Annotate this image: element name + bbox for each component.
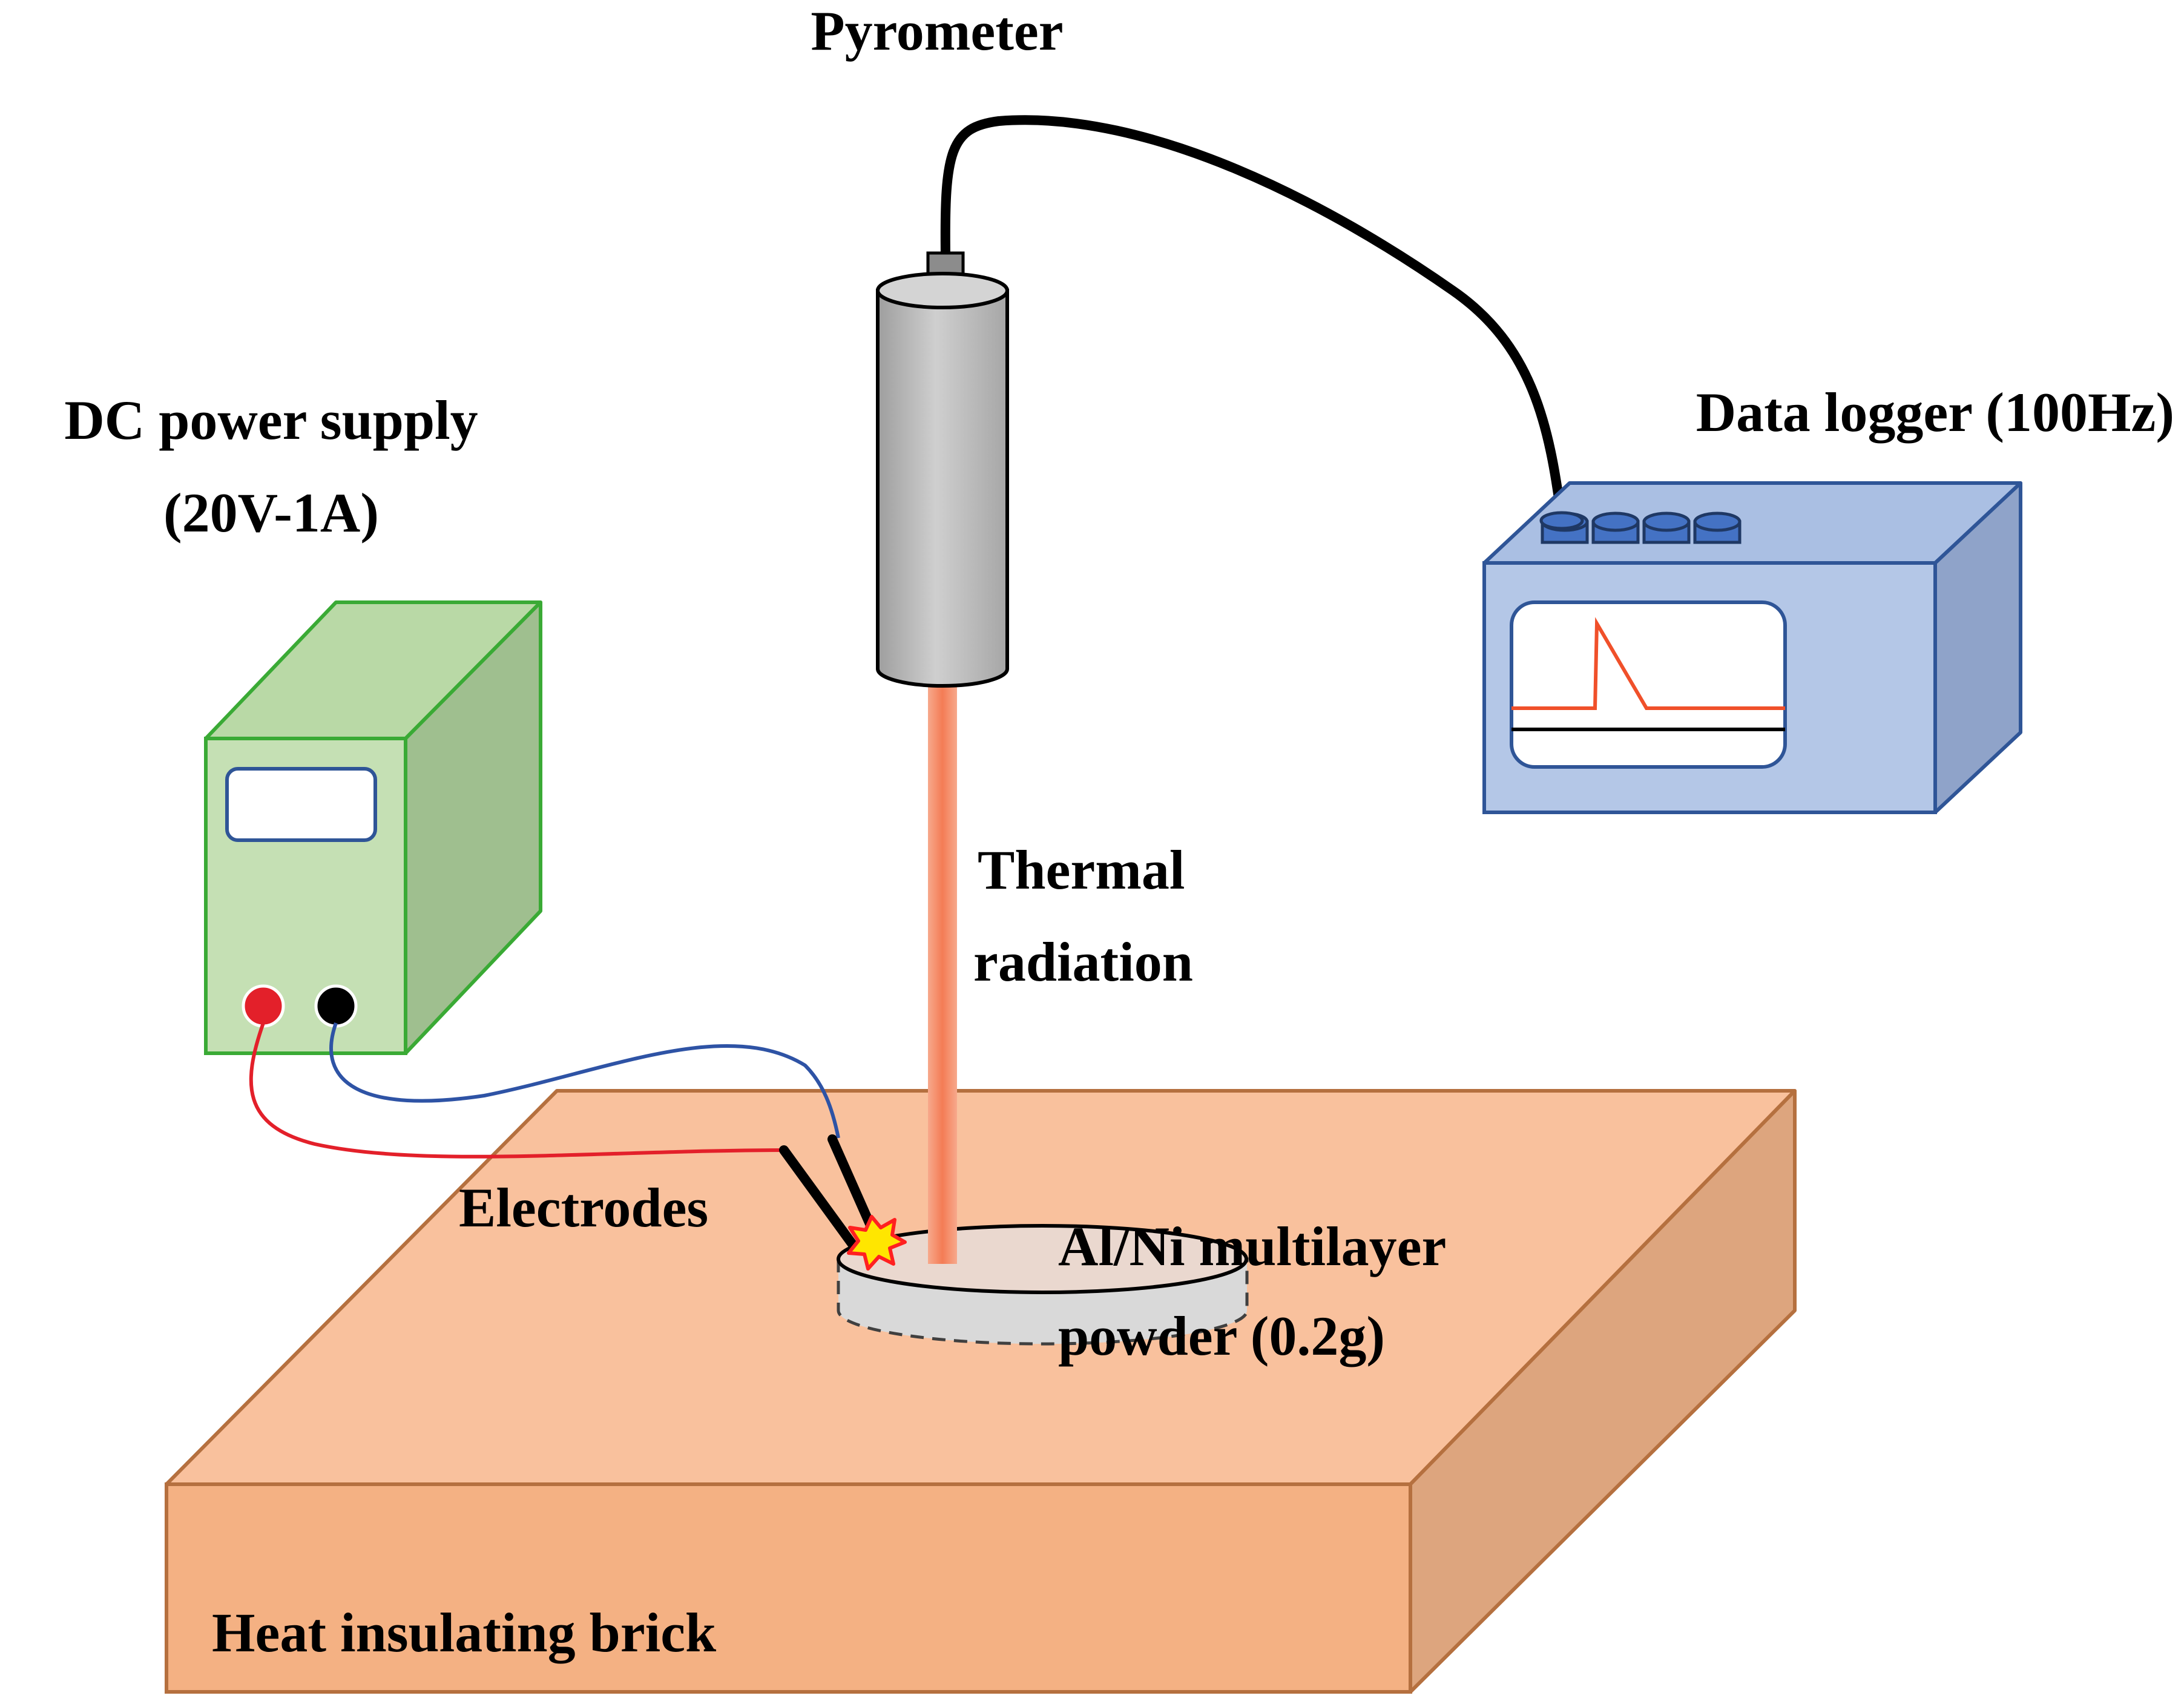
thermal-radiation-beam [928, 683, 957, 1264]
logger-cable-plug [1539, 511, 1584, 530]
negative-terminal-icon [314, 984, 358, 1028]
thermal-radiation-label-line1: Thermal [978, 839, 1185, 901]
knob-icon [1642, 511, 1691, 544]
knob-icon [1693, 511, 1742, 544]
pyrometer-top [876, 272, 1009, 309]
pyrometer [876, 251, 1009, 688]
dc-power-supply [204, 600, 542, 1055]
power-supply-label-line1: DC power supply [64, 389, 478, 451]
sample-label-line2: powder (0.2g) [1058, 1305, 1385, 1367]
blue-wire [329, 1022, 840, 1139]
sample-label-line1: Al/Ni multilayer [1058, 1215, 1446, 1277]
pyrometer-body [876, 289, 1009, 688]
spark-icon [847, 1215, 907, 1271]
data-logger [1482, 481, 2022, 814]
electrode-right [827, 1134, 880, 1240]
power-supply-label-line2: (20V-1A) [163, 482, 379, 544]
psu-display [225, 767, 377, 842]
knob-icon [1591, 511, 1640, 544]
pyrometer-cable [940, 115, 1567, 525]
brick-front-face [165, 1482, 1412, 1694]
red-wire [249, 1022, 788, 1159]
electrodes [779, 1134, 880, 1251]
electrodes-label: Electrodes [459, 1177, 708, 1238]
positive-terminal-icon [242, 984, 285, 1028]
thermal-radiation-label-line2: radiation [973, 931, 1193, 993]
temperature-signal [1511, 617, 1785, 710]
electrode-left [779, 1145, 858, 1251]
logger-screen [1510, 600, 1787, 769]
data-logger-label: Data logger (100Hz) [1696, 381, 2174, 443]
pyrometer-label: Pyrometer [811, 0, 1063, 62]
brick-label: Heat insulating brick [212, 1602, 717, 1663]
